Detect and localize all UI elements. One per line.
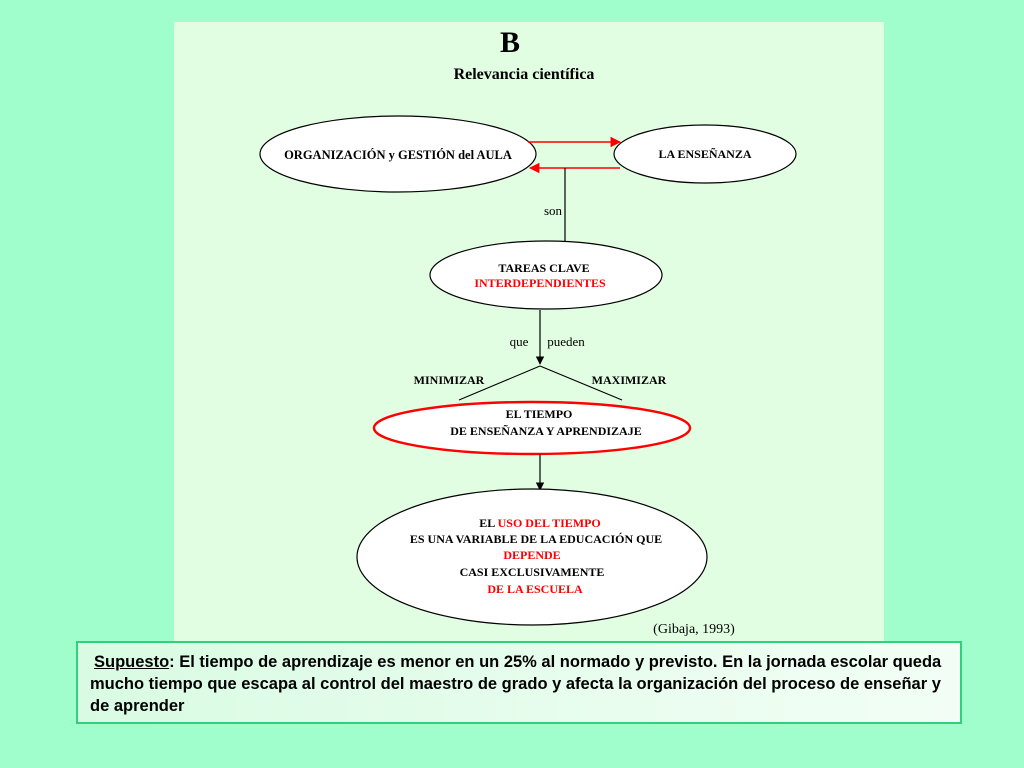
- node-uso-line4: CASI EXCLUSIVAMENTE: [460, 565, 605, 579]
- citation: (Gibaja, 1993): [653, 622, 735, 637]
- connector-son-label: son: [544, 203, 563, 218]
- line-minimizar: [458, 365, 541, 401]
- node-tareas-ellipse: [429, 240, 663, 310]
- node-uso-line5: DE LA ESCUELA: [487, 582, 583, 596]
- label-maximizar: MAXIMIZAR: [592, 373, 667, 387]
- slide-letter: B: [500, 26, 520, 59]
- node-tiempo-line1: EL TIEMPO: [506, 407, 573, 421]
- node-organizacion-label: ORGANIZACIÓN y GESTIÓN del AULA: [284, 148, 512, 162]
- caption-box: Supuesto: El tiempo de aprendizaje es me…: [76, 641, 962, 724]
- connector-que-label: que: [510, 334, 529, 349]
- connector-pueden-label: pueden: [547, 334, 585, 349]
- node-tareas-line1: TAREAS CLAVE: [498, 261, 589, 275]
- diagram-panel: B Relevancia científica ORGANIZACIÓN y G…: [174, 22, 884, 642]
- node-ensenanza-label: LA ENSEÑANZA: [658, 147, 751, 161]
- node-tareas-line2: INTERDEPENDIENTES: [474, 276, 606, 290]
- node-ensenanza-ellipse: [613, 124, 797, 184]
- line-maximizar: [539, 365, 623, 401]
- node-tiempo-line2: DE ENSEÑANZA Y APRENDIZAJE: [450, 424, 641, 438]
- node-tiempo-ellipse: [372, 400, 692, 456]
- caption-text: : El tiempo de aprendizaje es menor en u…: [90, 653, 942, 715]
- slide-title: Relevancia científica: [454, 66, 595, 83]
- label-minimizar: MINIMIZAR: [414, 373, 485, 387]
- node-uso-line3: DEPENDE: [503, 548, 560, 562]
- node-organizacion-ellipse: [259, 115, 537, 193]
- caption-label: Supuesto: [94, 653, 170, 671]
- node-uso-ellipse: [356, 488, 708, 626]
- concept-map: B Relevancia científica ORGANIZACIÓN y G…: [259, 26, 797, 637]
- node-uso-line1: EL USO DEL TIEMPO: [479, 516, 601, 530]
- node-uso-line2: ES UNA VARIABLE DE LA EDUCACIÓN QUE: [410, 532, 662, 546]
